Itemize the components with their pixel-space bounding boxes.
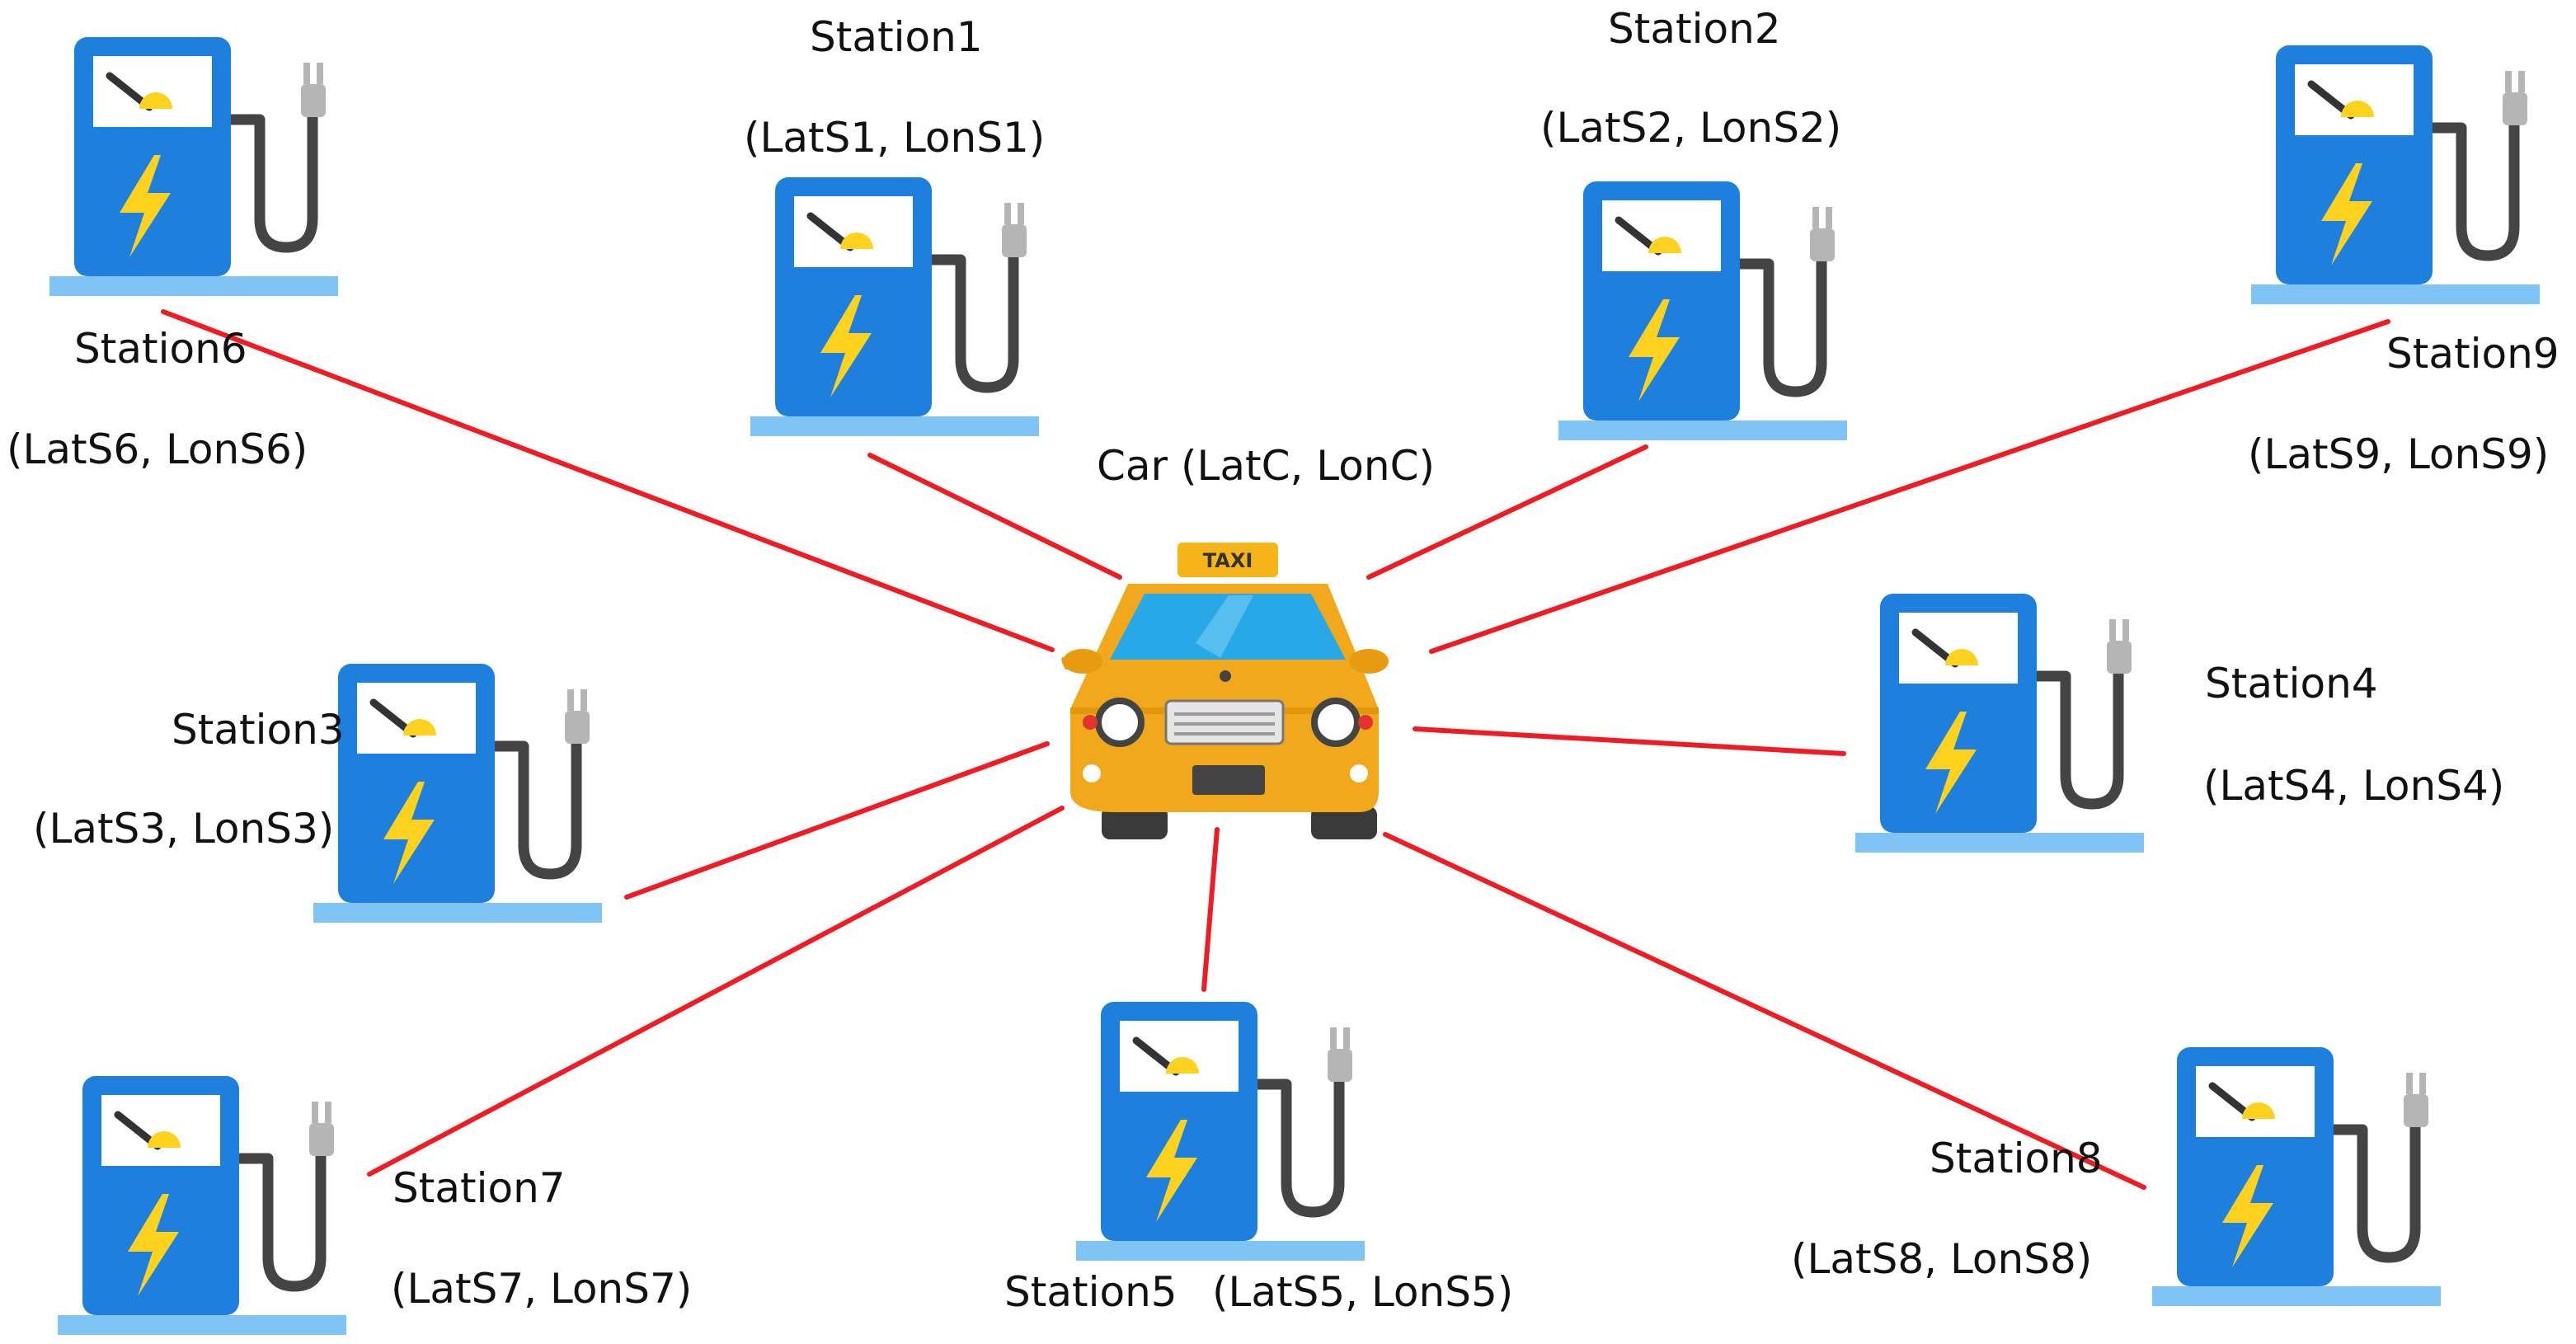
link-car-station1 (867, 453, 1122, 580)
station3-name: Station3 (172, 706, 345, 754)
station4-ev-charging-station-icon (1855, 594, 2144, 853)
station3-ev-charging-station-icon (313, 664, 602, 923)
link-car-station7 (367, 806, 1065, 1177)
station6-name: Station6 (74, 325, 247, 373)
taxi-sign: TAXI (1203, 549, 1253, 572)
link-car-station3 (624, 741, 1050, 900)
taxi-icon: TAXI (1061, 543, 1389, 839)
station2-name: Station2 (1608, 5, 1781, 53)
car-label: Car (LatC, LonC) (1097, 442, 1435, 490)
station3-coords: (LatS3, LonS3) (33, 805, 334, 853)
link-car-station8 (1383, 832, 2146, 1190)
station9-name: Station9 (2386, 330, 2560, 378)
station1-ev-charging-station-icon (750, 177, 1039, 436)
station-labels: Station1 (LatS1, LonS1) Station2 (LatS2,… (7, 5, 2560, 1316)
link-car-station6 (161, 309, 1055, 652)
connection-lines (161, 309, 2390, 1190)
station7-coords: (LatS7, LonS7) (391, 1265, 692, 1313)
station5-ev-charging-station-icon (1076, 1002, 1365, 1261)
station4-name: Station4 (2205, 660, 2378, 707)
station9-coords: (LatS9, LonS9) (2248, 430, 2549, 478)
station9-ev-charging-station-icon (2251, 45, 2540, 304)
station6-ev-charging-station-icon (49, 37, 338, 296)
station5-name: Station5 (1004, 1268, 1178, 1316)
station4-coords: (LatS4, LonS4) (2203, 762, 2504, 810)
station6-coords: (LatS6, LonS6) (7, 425, 308, 473)
station2-ev-charging-station-icon (1558, 181, 1847, 440)
station1-name: Station1 (810, 13, 983, 61)
station7-ev-charging-station-icon (58, 1076, 346, 1335)
link-car-station2 (1366, 444, 1648, 580)
station5-coords: (LatS5, LonS5) (1212, 1268, 1513, 1316)
station2-coords: (LatS2, LonS2) (1540, 104, 1841, 152)
station8-name: Station8 (1930, 1135, 2103, 1182)
link-car-station5 (1201, 827, 1220, 992)
station7-name: Station7 (393, 1164, 566, 1212)
station1-coords: (LatS1, LonS1) (744, 114, 1045, 162)
station8-ev-charging-station-icon (2152, 1047, 2441, 1306)
link-car-station4 (1413, 726, 1846, 756)
link-car-station9 (1429, 319, 2390, 654)
station8-coords: (LatS8, LonS8) (1791, 1235, 2092, 1283)
